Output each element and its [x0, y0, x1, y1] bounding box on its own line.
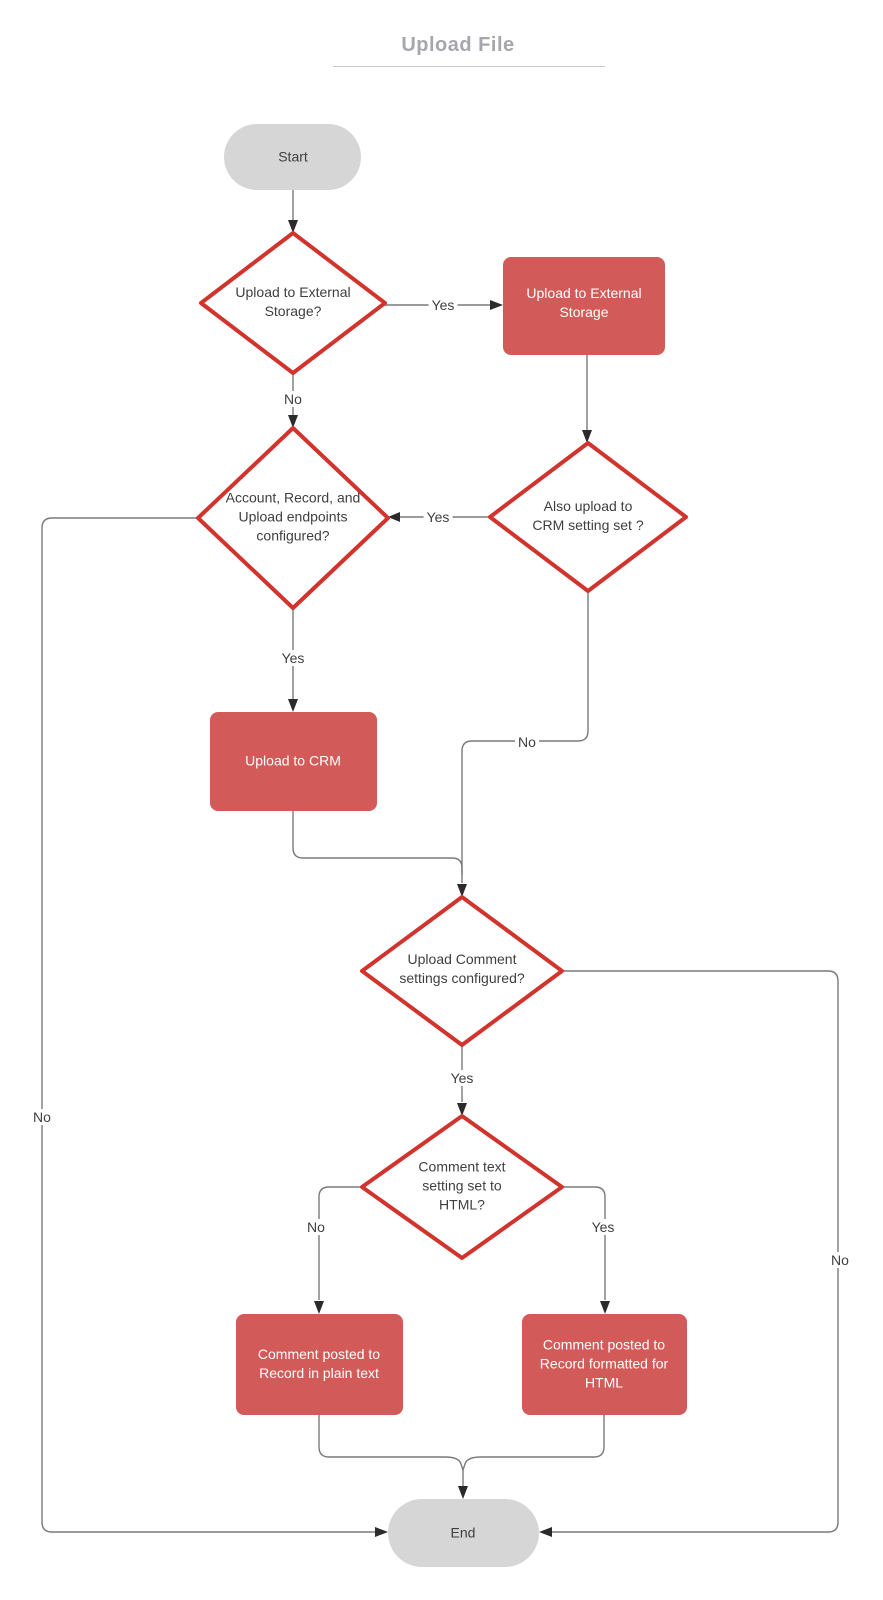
connector-yes-to-html-process	[562, 1186, 606, 1300]
process-upload-external-storage	[503, 257, 665, 355]
title-underline	[333, 66, 605, 67]
process-upload-external-storage-label: Upload to External Storage	[526, 285, 642, 320]
edge-label-yes-endpoints-configured: Yes	[278, 650, 308, 666]
arrowhead-down	[288, 220, 298, 233]
arrowhead-right	[375, 1527, 388, 1537]
decision-endpoints-configured-label: Account, Record, and Upload endpoints co…	[225, 489, 361, 544]
process-comment-plain-text-label: Comment posted to Record in plain text	[257, 1346, 381, 1381]
connectors	[41, 190, 839, 1533]
process-comment-plain-text	[236, 1314, 403, 1415]
decision-comment-html	[360, 1114, 564, 1260]
connector-no-comment-settings-to-end	[552, 970, 839, 1533]
page-title: Upload File	[401, 34, 515, 56]
edge-label-yes-also-upload-crm: Yes	[423, 509, 453, 525]
decision-also-upload-crm	[488, 441, 688, 593]
arrowhead-down	[582, 430, 592, 443]
arrowhead-down	[288, 699, 298, 712]
process-upload-crm	[210, 712, 377, 811]
process-comment-html	[522, 1314, 687, 1415]
node-shapes	[196, 124, 688, 1567]
edge-label-no-also-upload-crm: No	[515, 734, 539, 750]
connector-no-to-plain-text-process	[318, 1186, 362, 1300]
end-node	[388, 1499, 539, 1567]
decision-also-upload-crm-label: Also upload to CRM setting set ?	[532, 498, 644, 533]
edge-label-no-comment-settings-to-end: No	[828, 1252, 852, 1268]
end-node-label: End	[450, 1524, 476, 1541]
connector-plain-text-to-end	[318, 1415, 464, 1471]
decision-comment-settings	[360, 895, 564, 1047]
connector-html-to-end	[462, 1415, 605, 1471]
decision-comment-html-label: Comment text setting set to HTML?	[418, 1158, 506, 1213]
arrowhead-left	[539, 1527, 552, 1537]
edge-label-yes-external-storage: Yes	[428, 297, 458, 313]
process-comment-html-label: Comment posted to Record formatted for H…	[539, 1336, 669, 1391]
arrowhead-down	[457, 1103, 467, 1116]
decision-upload-external-storage-label: Upload to External Storage?	[235, 284, 351, 319]
connector-upload-crm-to-comment-settings	[292, 811, 463, 875]
edge-label-no-comment-html: No	[304, 1219, 328, 1235]
arrowhead-down	[314, 1301, 324, 1314]
start-node-label: Start	[278, 148, 308, 165]
connector-no-endpoints-to-end	[41, 517, 375, 1533]
edge-label-no-external-storage: No	[281, 391, 305, 407]
decision-upload-external-storage	[199, 231, 387, 375]
edge-label-yes-comment-html: Yes	[588, 1219, 618, 1235]
edge-label-no-endpoints-to-end: No	[30, 1109, 54, 1125]
start-node	[224, 124, 361, 190]
edge-label-yes-comment-settings: Yes	[447, 1070, 477, 1086]
process-upload-crm-label: Upload to CRM	[245, 752, 341, 769]
decision-endpoints-configured	[196, 426, 390, 610]
arrowheads	[288, 220, 610, 1537]
arrowhead-down	[457, 884, 467, 897]
arrowhead-down	[458, 1486, 468, 1499]
arrowhead-left	[388, 512, 400, 522]
decision-comment-settings-label: Upload Comment settings configured?	[399, 951, 525, 986]
arrowhead-down	[600, 1301, 610, 1314]
arrowhead-down	[288, 415, 298, 428]
arrowhead-right	[490, 300, 503, 310]
